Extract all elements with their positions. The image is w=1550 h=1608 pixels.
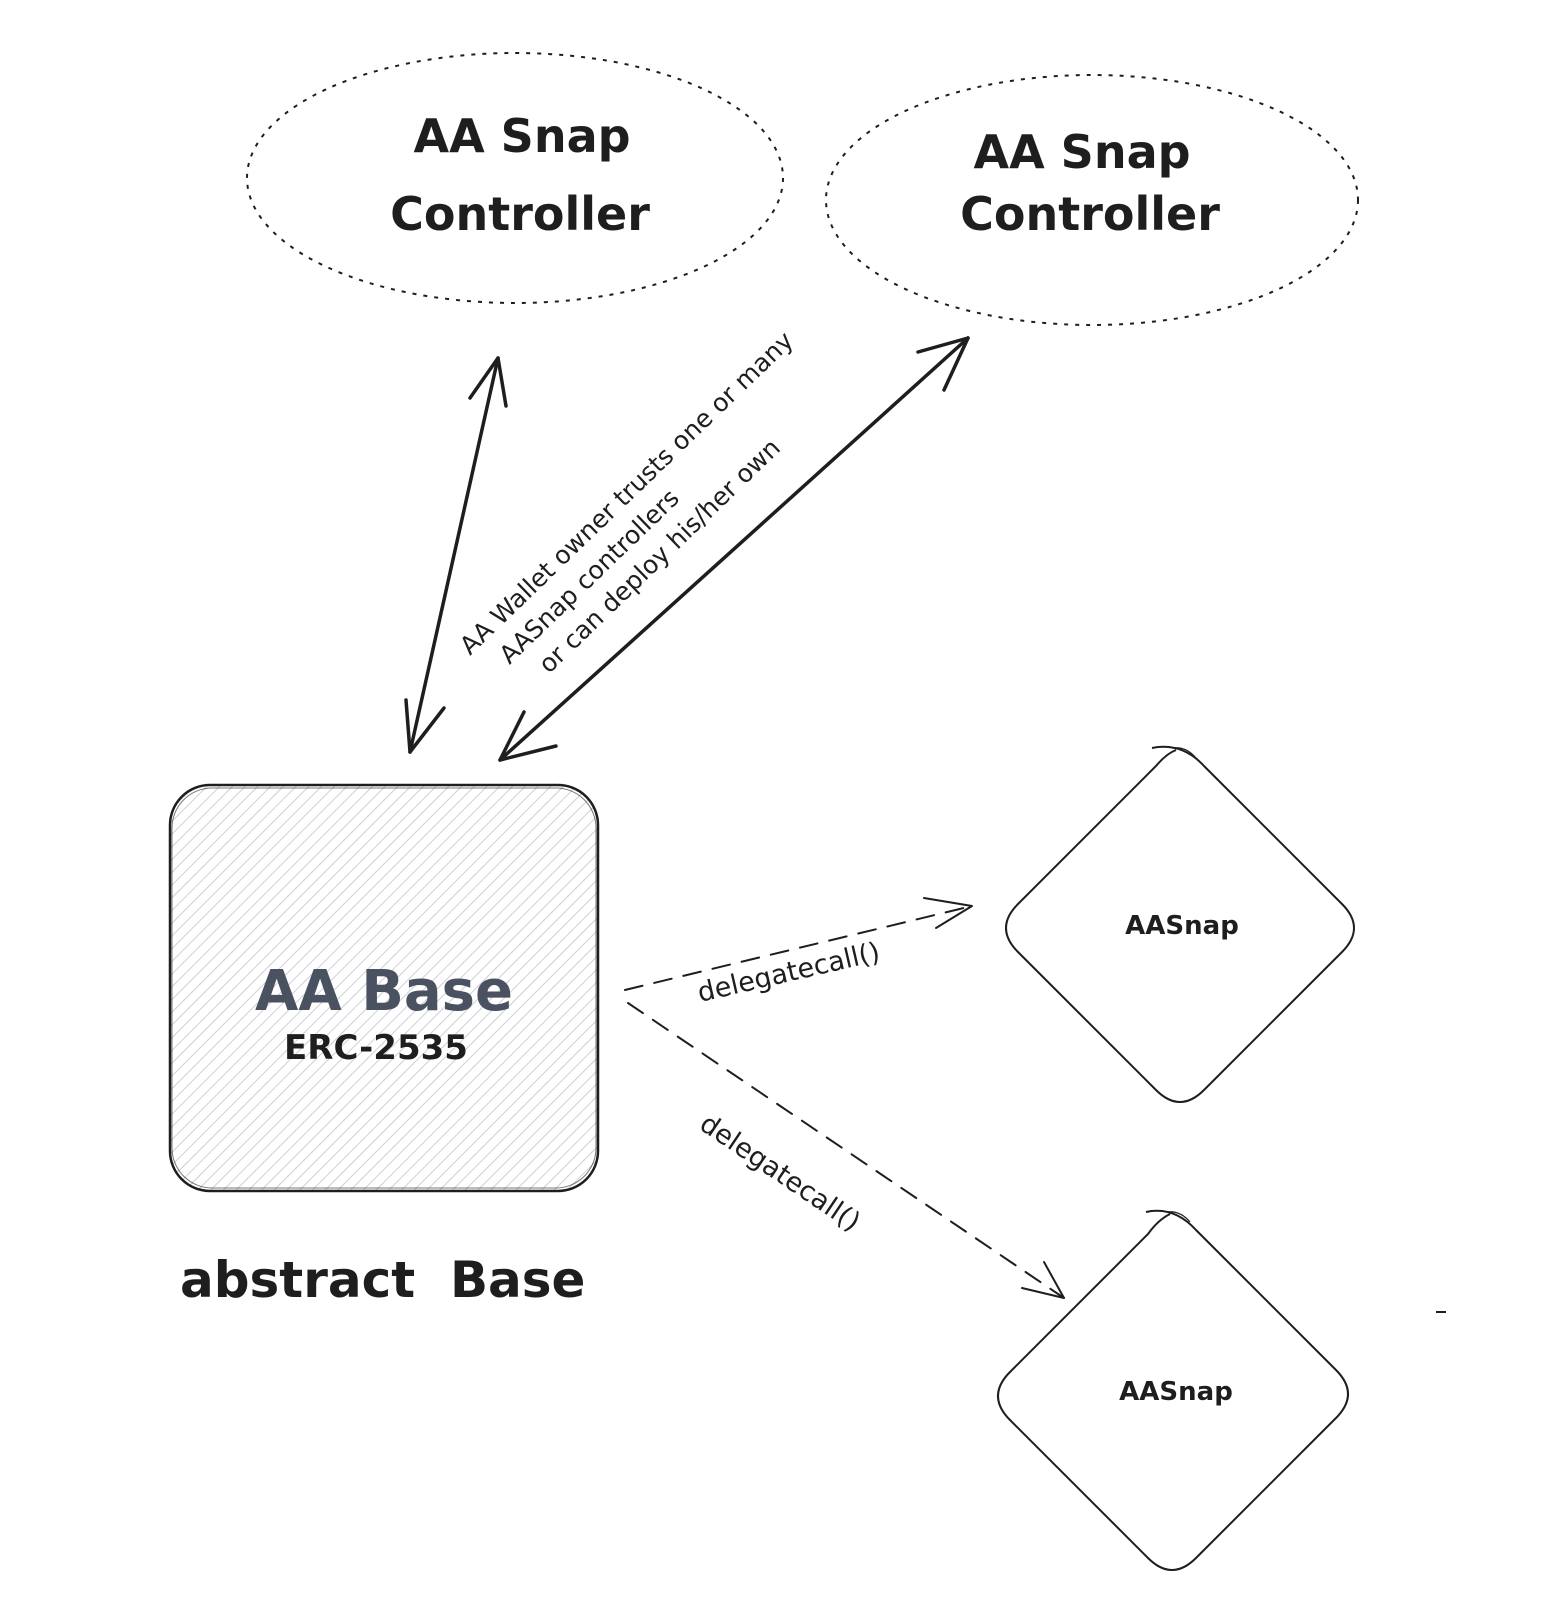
controller-node-right[interactable]: AA Snap Controller — [825, 74, 1359, 326]
base-subtitle: ERC-2535 — [284, 1028, 468, 1068]
base-caption: abstract Base — [180, 1251, 585, 1309]
snap-top-label: AASnap — [1125, 911, 1239, 941]
controller-left-line2: Controller — [390, 187, 650, 241]
trust-note-line1: AA Wallet owner trusts one or many — [454, 326, 799, 661]
controller-right-ellipse — [825, 74, 1359, 326]
controller-right-line1: AA Snap — [973, 125, 1190, 179]
snap-top-diamond — [1005, 745, 1355, 1103]
delegate-label-bottom: delegatecall() — [694, 1108, 866, 1238]
snap-node-top[interactable]: AASnap — [1005, 745, 1355, 1103]
base-box — [168, 783, 600, 1193]
controller-left-line1: AA Snap — [413, 109, 630, 163]
base-title: AA Base — [255, 959, 513, 1024]
base-node[interactable]: AA Base ERC-2535 — [168, 783, 600, 1193]
snap-bottom-diamond — [997, 1209, 1349, 1571]
controller-node-left[interactable]: AA Snap Controller — [246, 52, 784, 304]
delegate-arrow-top — [624, 897, 973, 991]
snap-node-bottom[interactable]: AASnap — [997, 1209, 1349, 1571]
delegate-arrow-bottom — [627, 1002, 1065, 1299]
trust-arrow-right — [498, 336, 970, 762]
delegate-label-top: delegatecall() — [695, 937, 883, 1009]
trust-note: AA Wallet owner trusts one or many AASna… — [454, 326, 799, 679]
controller-left-ellipse — [246, 52, 784, 304]
snap-bottom-label: AASnap — [1119, 1377, 1233, 1407]
trust-arrow-left — [404, 356, 508, 754]
controller-right-line2: Controller — [960, 187, 1220, 241]
